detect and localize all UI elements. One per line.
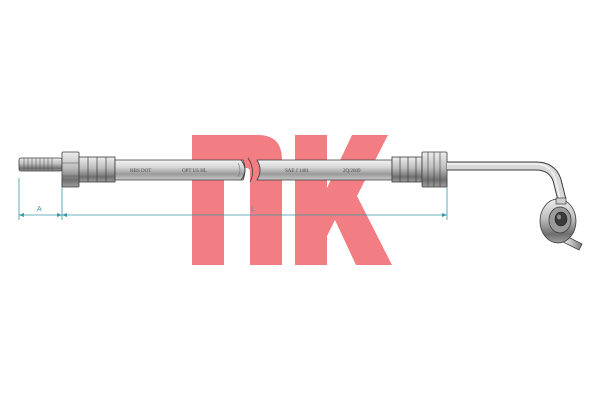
- hose-break-symbol: [247, 157, 253, 183]
- left-hex-nut: [61, 151, 80, 188]
- left-threaded-fitting: [18, 151, 116, 188]
- banjo-fitting: [539, 197, 583, 251]
- hose-print-opt-us-hl: OPT US HL: [182, 169, 207, 174]
- metal-pipe: [447, 161, 567, 202]
- right-hex-nut: [421, 151, 448, 188]
- hose-print-date-code: 2Q/2009: [343, 169, 361, 174]
- right-fitting: [391, 151, 448, 188]
- hose-right-segment: [256, 159, 393, 181]
- hose-print-sae-j1401: SAE J 1401: [285, 169, 309, 174]
- dimension-lines: A L: [18, 178, 448, 220]
- hose-print-hbs-dot: HBS DOT: [130, 169, 151, 174]
- nk-logo: [192, 135, 392, 265]
- dim-label-l: L: [251, 206, 255, 213]
- hose-left-segment: [114, 159, 246, 181]
- dim-label-a: A: [37, 206, 42, 213]
